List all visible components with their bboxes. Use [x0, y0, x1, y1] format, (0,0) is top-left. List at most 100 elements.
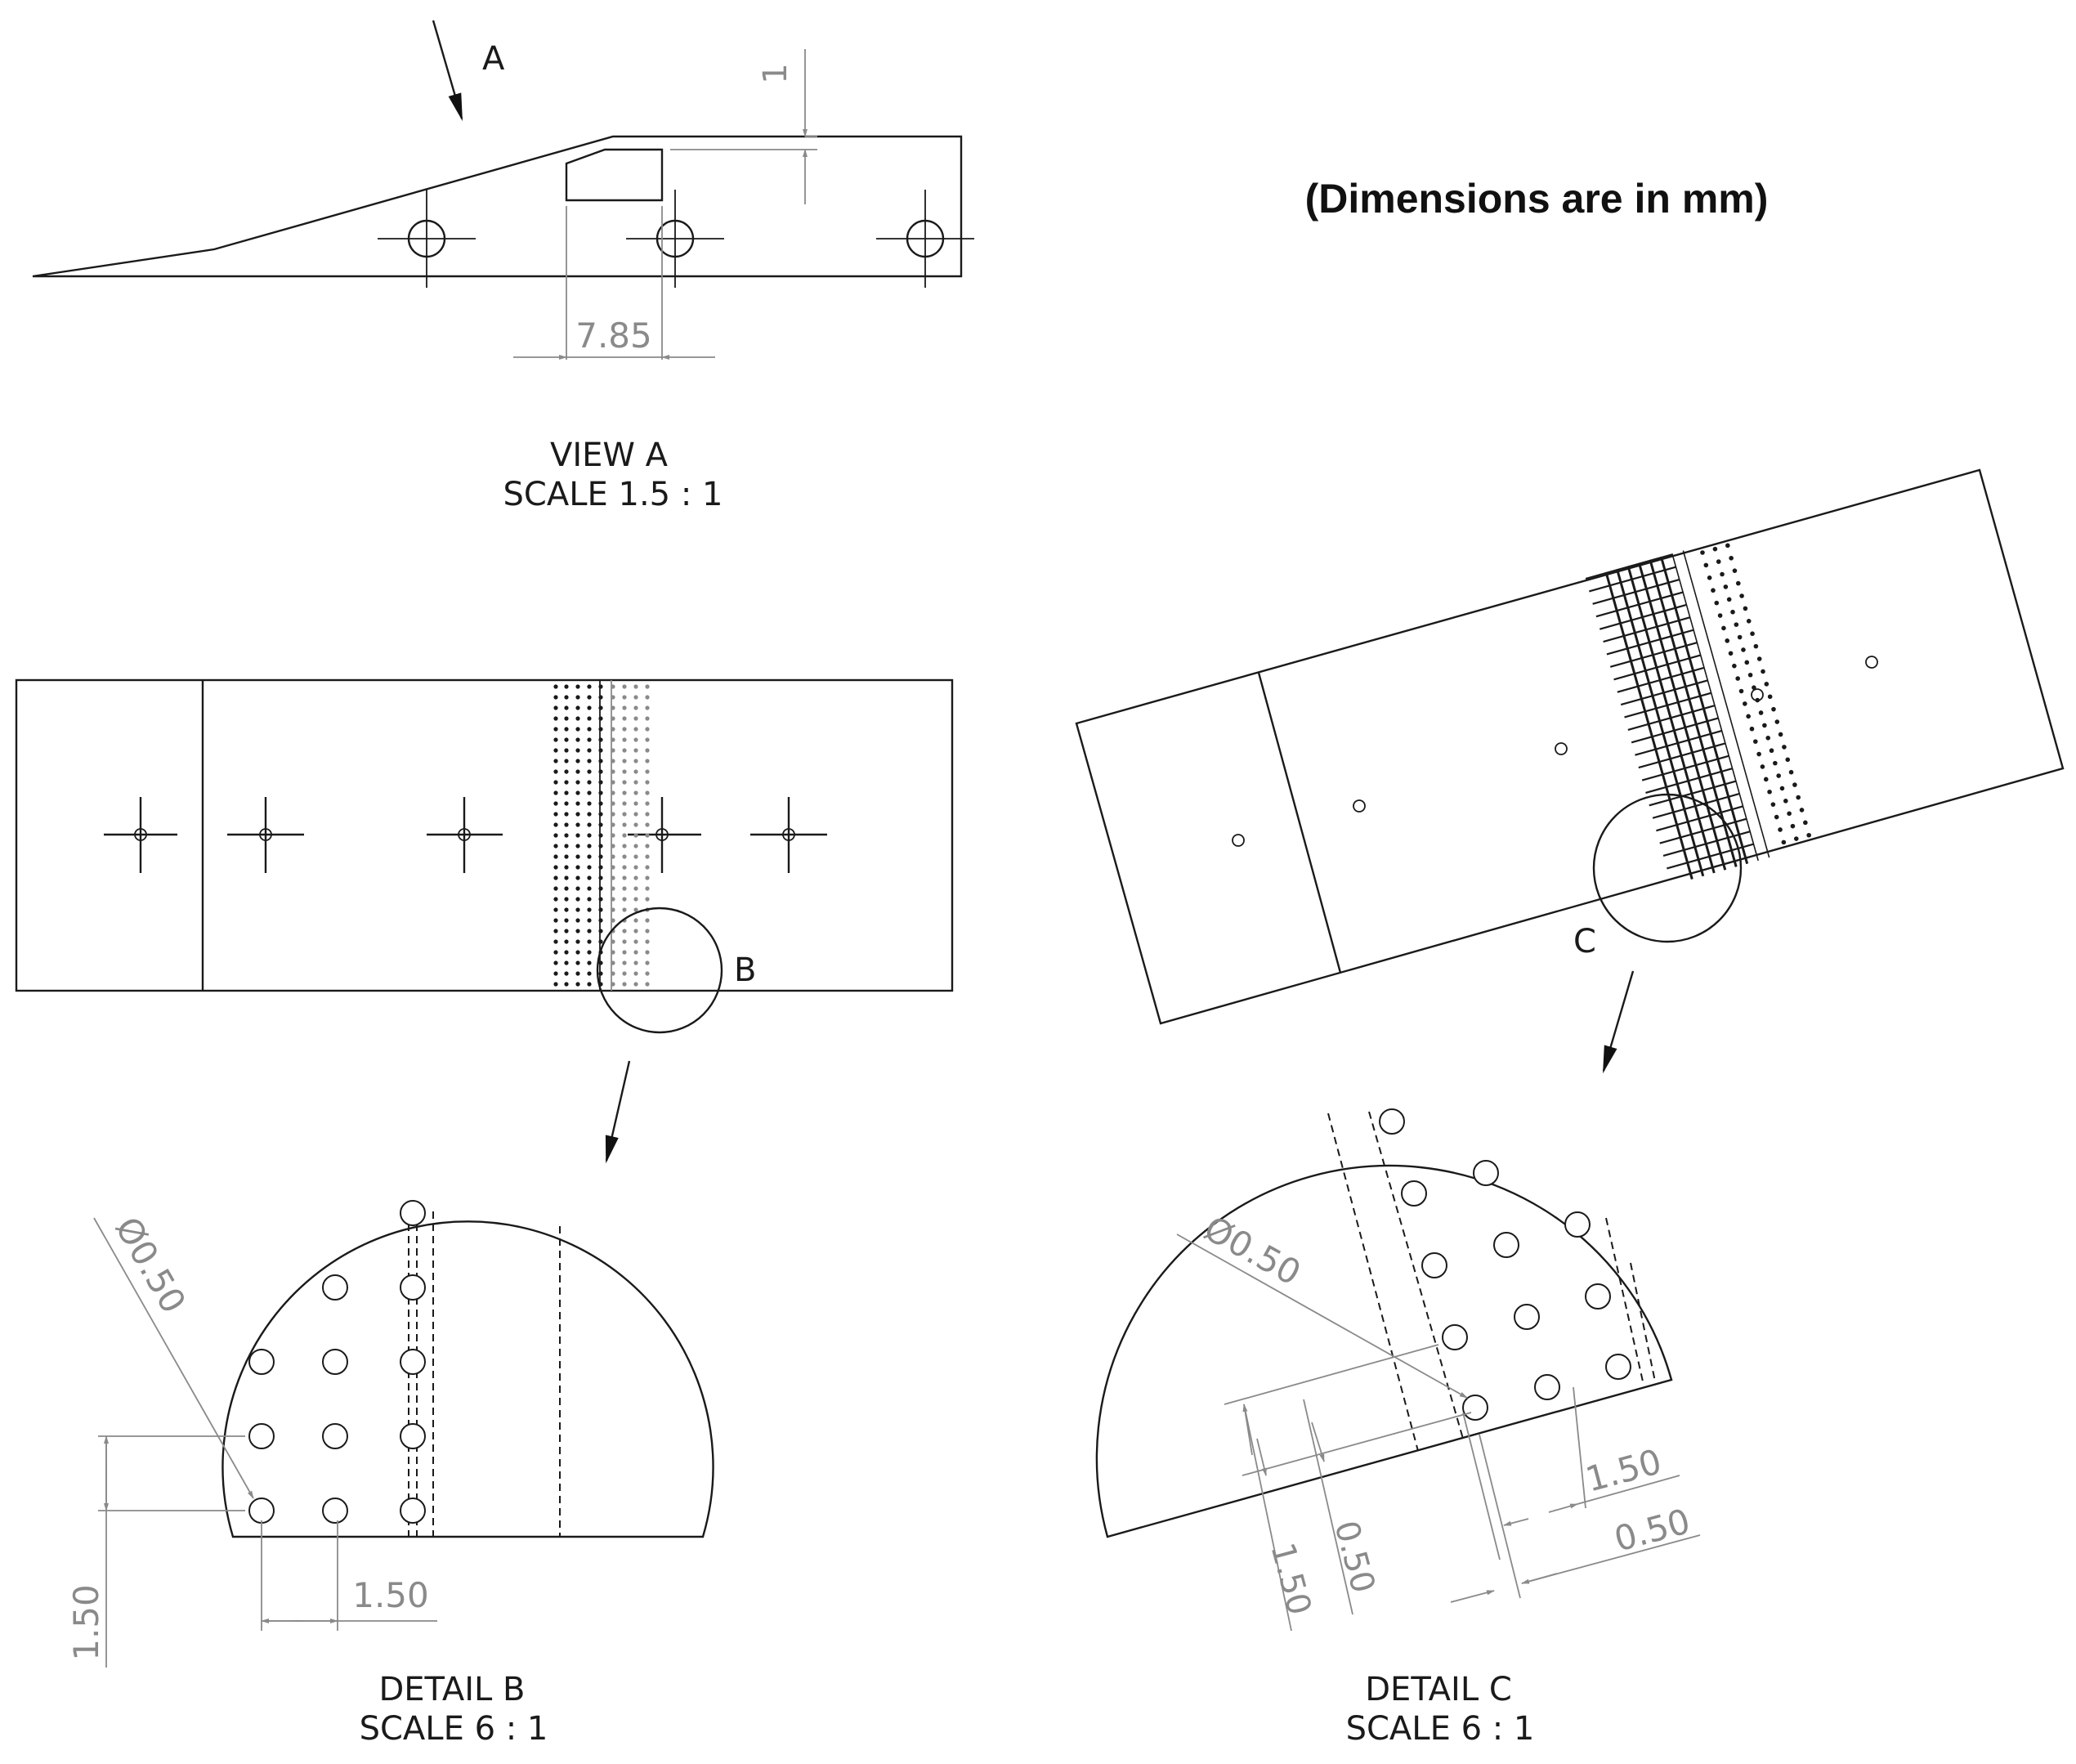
perforation-dot [1735, 676, 1740, 681]
perforation-dot [553, 705, 558, 710]
perforation-dot [622, 950, 627, 955]
perforation-dot [1762, 723, 1767, 728]
view-a-title: VIEW A [550, 437, 669, 474]
perforation-dot [587, 982, 592, 987]
perforation-dot [1700, 550, 1705, 555]
perforation-dot [1806, 832, 1811, 838]
perforation-dot [645, 854, 650, 859]
perforation-dot [622, 695, 627, 700]
rotated-view-hole-1 [1232, 834, 1245, 847]
perforation-dot [564, 897, 569, 902]
perforation-dot [564, 918, 569, 923]
perforation-dot [1717, 613, 1723, 618]
view-a-hole-3 [876, 190, 974, 288]
perforation-dot [622, 833, 627, 838]
perforation-dot [1761, 669, 1765, 674]
perforation-hole [1564, 1211, 1591, 1238]
perforation-hole [322, 1423, 348, 1449]
perforation-dot [564, 822, 569, 827]
plan-view-hole-2 [227, 797, 304, 873]
perforation-dot [587, 695, 592, 700]
detail-c-offset-b-label: 0.50 [1610, 1501, 1694, 1560]
perforation-dot [564, 886, 569, 891]
perforation-dot [1767, 694, 1773, 700]
view-a-width-label: 7.85 [575, 316, 652, 356]
perforation-dot [645, 759, 650, 763]
perforation-dot [622, 897, 627, 902]
detail-b-marker-label: B [734, 951, 756, 989]
perforation-dot [575, 929, 580, 933]
perforation-hole [322, 1274, 348, 1301]
detail-c-diameter-label: Ø0.50 [1197, 1208, 1307, 1293]
perforation-dot [575, 812, 580, 817]
perforation-dot [575, 695, 580, 700]
perforation-grid-line [1617, 666, 1705, 693]
perforation-dot [587, 801, 592, 806]
perforation-dot [622, 971, 627, 976]
perforation-dot [553, 865, 558, 870]
perforation-dot [575, 886, 580, 891]
perforation-dot [587, 854, 592, 859]
perforation-dot [622, 812, 627, 817]
perforation-dot [575, 875, 580, 880]
perforation-dot [633, 684, 638, 689]
perforation-dot [564, 769, 569, 774]
perforation-dot [1778, 732, 1783, 737]
perforation-dot [587, 875, 592, 880]
perforation-dot [564, 705, 569, 710]
perforation-hole [400, 1498, 426, 1524]
perforation-dot [645, 918, 650, 923]
view-a-hole-2 [626, 190, 724, 288]
perforation-dot [553, 939, 558, 944]
perforation-dot [645, 822, 650, 827]
perforation-dot [1732, 568, 1738, 573]
perforation-dot [575, 982, 580, 987]
perforation-dot [575, 759, 580, 763]
perforation-dot [622, 716, 627, 721]
perforation-dot [622, 790, 627, 795]
plan-view-hole-3 [427, 797, 503, 873]
perforation-dot [1714, 600, 1720, 606]
rotated-view-outline [1075, 468, 2065, 1025]
detail-c-scale: SCALE 6 : 1 [1346, 1710, 1535, 1748]
perforation-dot [1764, 682, 1770, 687]
perforation-dot [622, 780, 627, 785]
perforation-dot [564, 950, 569, 955]
perforation-dot [1774, 719, 1780, 724]
perforation-dot [633, 769, 638, 774]
perforation-dot [633, 875, 638, 880]
perforation-dot [645, 982, 650, 987]
perforation-dot [633, 790, 638, 795]
perforation-dot [1730, 609, 1735, 615]
perforation-dot [564, 982, 569, 987]
perforation-grid-line [1671, 553, 1759, 862]
perforation-dot [553, 822, 558, 827]
perforation-dot [633, 780, 638, 785]
perforation-dot [633, 950, 638, 955]
perforation-dot [1738, 688, 1744, 694]
perforation-dot [633, 737, 638, 742]
detail-b-outline [221, 1220, 714, 1538]
perforation-hole [1442, 1324, 1468, 1350]
perforation-dot [633, 748, 638, 753]
perforation-dot [1779, 786, 1785, 791]
perforation-dot [622, 854, 627, 859]
perforation-dot [1741, 647, 1746, 652]
perforation-dot [553, 833, 558, 838]
perforation-dot [553, 897, 558, 902]
perforation-dot [1734, 622, 1739, 627]
perforation-dot [1778, 827, 1783, 832]
perforation-grid-line [1649, 780, 1736, 807]
perforation-dot [575, 748, 580, 753]
perforation-dot [553, 748, 558, 753]
perforation-dot [587, 897, 592, 902]
perforation-dot [564, 801, 569, 806]
perforation-dot [564, 812, 569, 817]
perforation-grid-line [1638, 742, 1726, 769]
rotated-view-hole-2 [1353, 799, 1366, 813]
perforation-dot [564, 875, 569, 880]
perforation-dot [553, 971, 558, 976]
perforation-hole [400, 1274, 426, 1301]
perforation-dot [553, 844, 558, 848]
perforation-dot [645, 886, 650, 891]
